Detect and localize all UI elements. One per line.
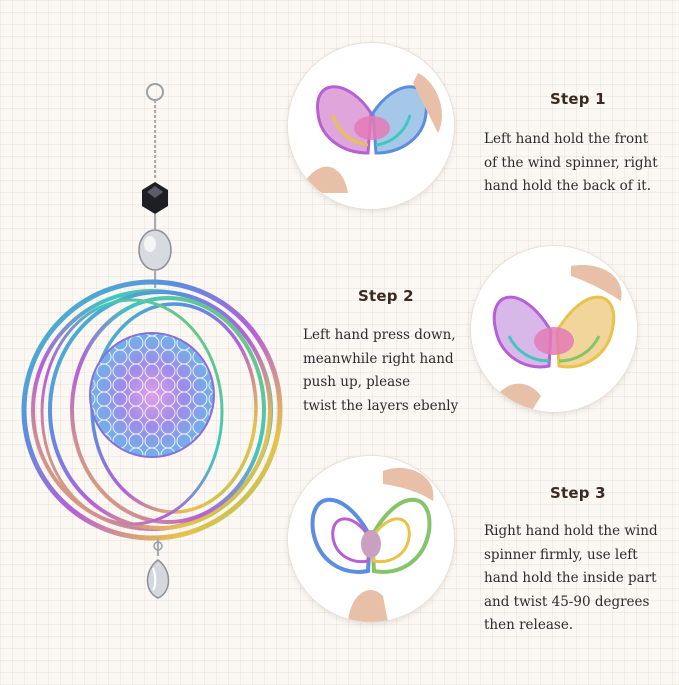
step-3-line: and twist 45-90 degrees bbox=[484, 593, 650, 610]
step-2-line: meanwhile right hand bbox=[303, 350, 454, 367]
step-2-line: twist the layers ebenly bbox=[303, 397, 459, 414]
step-1-title: Step 1 bbox=[550, 90, 606, 108]
clasp-icon bbox=[146, 83, 164, 101]
step-2-photo bbox=[470, 245, 638, 413]
step-2-line: push up, please bbox=[303, 374, 411, 390]
step-2-text: Left hand press down, meanwhile right ha… bbox=[303, 324, 458, 418]
step-3-line: hand hold the inside part bbox=[484, 570, 657, 586]
step-2-title: Step 2 bbox=[358, 287, 414, 305]
step-1-photo bbox=[287, 42, 455, 210]
step-1-line: hand hold the back of it. bbox=[484, 178, 652, 194]
step-3-text: Right hand hold the wind spinner firmly,… bbox=[484, 520, 658, 638]
step-1-line: of the wind spinner, right bbox=[484, 154, 658, 171]
step-3-line: then release. bbox=[484, 617, 574, 633]
butterfly-icon bbox=[288, 43, 454, 209]
crystal-drop-icon bbox=[146, 559, 170, 599]
step-3-line: spinner firmly, use left bbox=[484, 546, 638, 563]
wind-spinner-image bbox=[0, 0, 300, 680]
step-3-photo bbox=[287, 455, 455, 623]
step-2-line: Left hand press down, bbox=[303, 327, 456, 343]
step-1-line: Left hand hold the front bbox=[484, 131, 649, 147]
crystal-bead-icon bbox=[138, 229, 172, 271]
wind-spinner-illustration bbox=[21, 83, 283, 599]
butterfly-icon bbox=[471, 246, 637, 412]
step-3-title: Step 3 bbox=[550, 484, 606, 502]
step-1-text: Left hand hold the front of the wind spi… bbox=[484, 128, 658, 199]
step-3-line: Right hand hold the wind bbox=[484, 523, 658, 539]
butterfly-icon bbox=[288, 456, 454, 622]
